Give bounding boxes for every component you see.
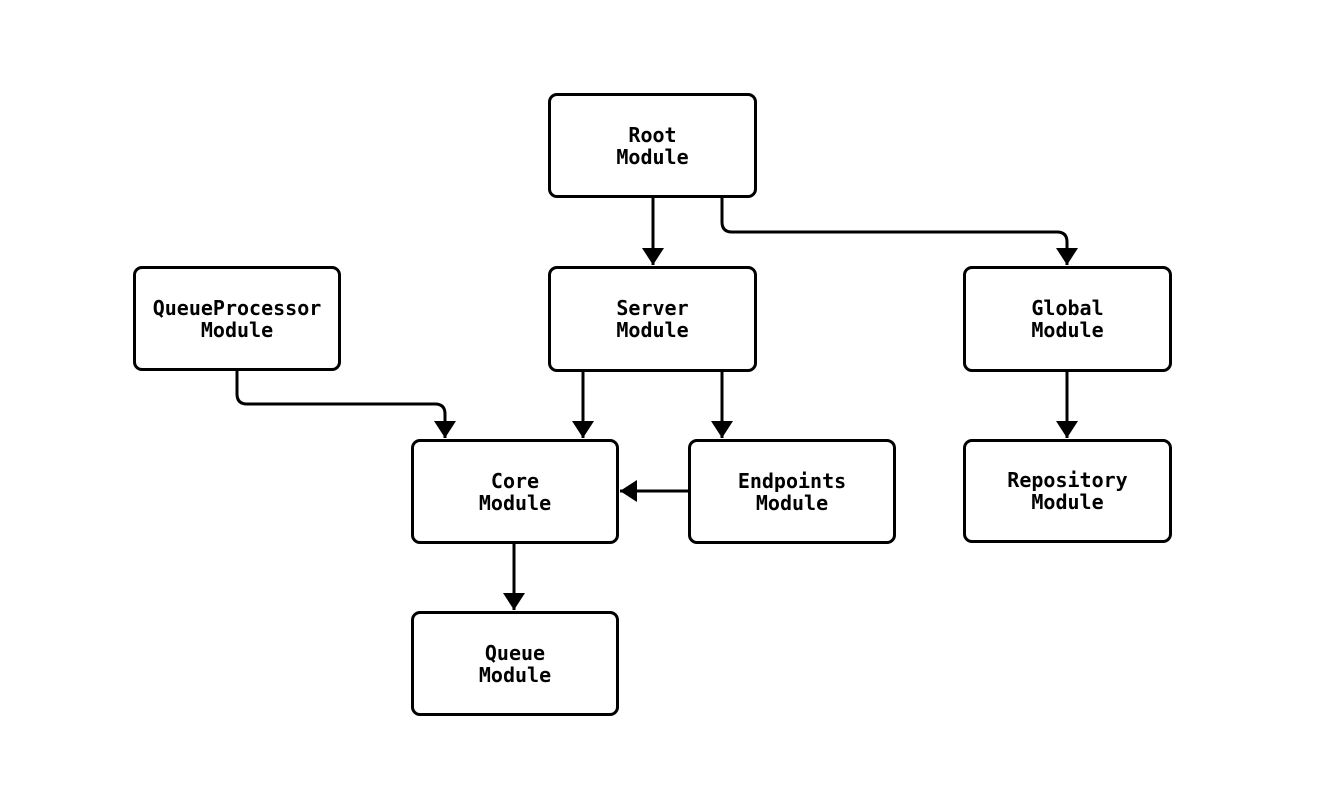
edge-queueprocessor-to-core [235,371,456,438]
node-label: Queue Module [478,640,552,687]
edge-root-to-global [720,198,1078,265]
node-repository-module: Repository Module [963,439,1172,543]
node-label: Repository Module [1007,468,1128,514]
node-label: Endpoints Module [737,468,847,515]
node-label: Root Module [616,122,689,169]
node-global-module: Global Module [963,266,1172,372]
node-queue-module: Queue Module [411,611,619,716]
node-server-module: Server Module [548,266,757,372]
node-label: Server Module [616,296,689,342]
node-core-module: Core Module [411,439,619,544]
node-queueprocessor-module: QueueProcessor Module [133,266,341,371]
node-label: Global Module [1031,296,1104,342]
node-label: QueueProcessor Module [152,295,322,342]
node-endpoints-module: Endpoints Module [688,439,896,544]
node-label: Core Module [478,468,552,515]
node-root-module: Root Module [548,93,757,198]
